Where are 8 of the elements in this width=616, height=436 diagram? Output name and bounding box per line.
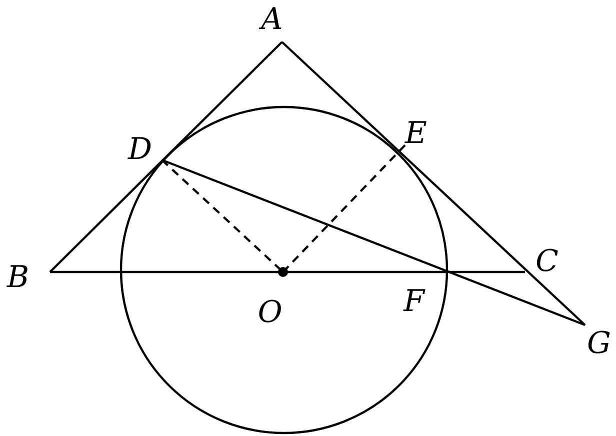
point-label: G	[587, 329, 611, 359]
point-label: F	[404, 287, 424, 317]
point-label: D	[128, 135, 152, 165]
point-label: O	[258, 298, 282, 328]
point-label: E	[405, 119, 427, 149]
point-label: B	[6, 263, 30, 293]
point-label: C	[536, 247, 558, 277]
point-label: A	[261, 5, 283, 35]
